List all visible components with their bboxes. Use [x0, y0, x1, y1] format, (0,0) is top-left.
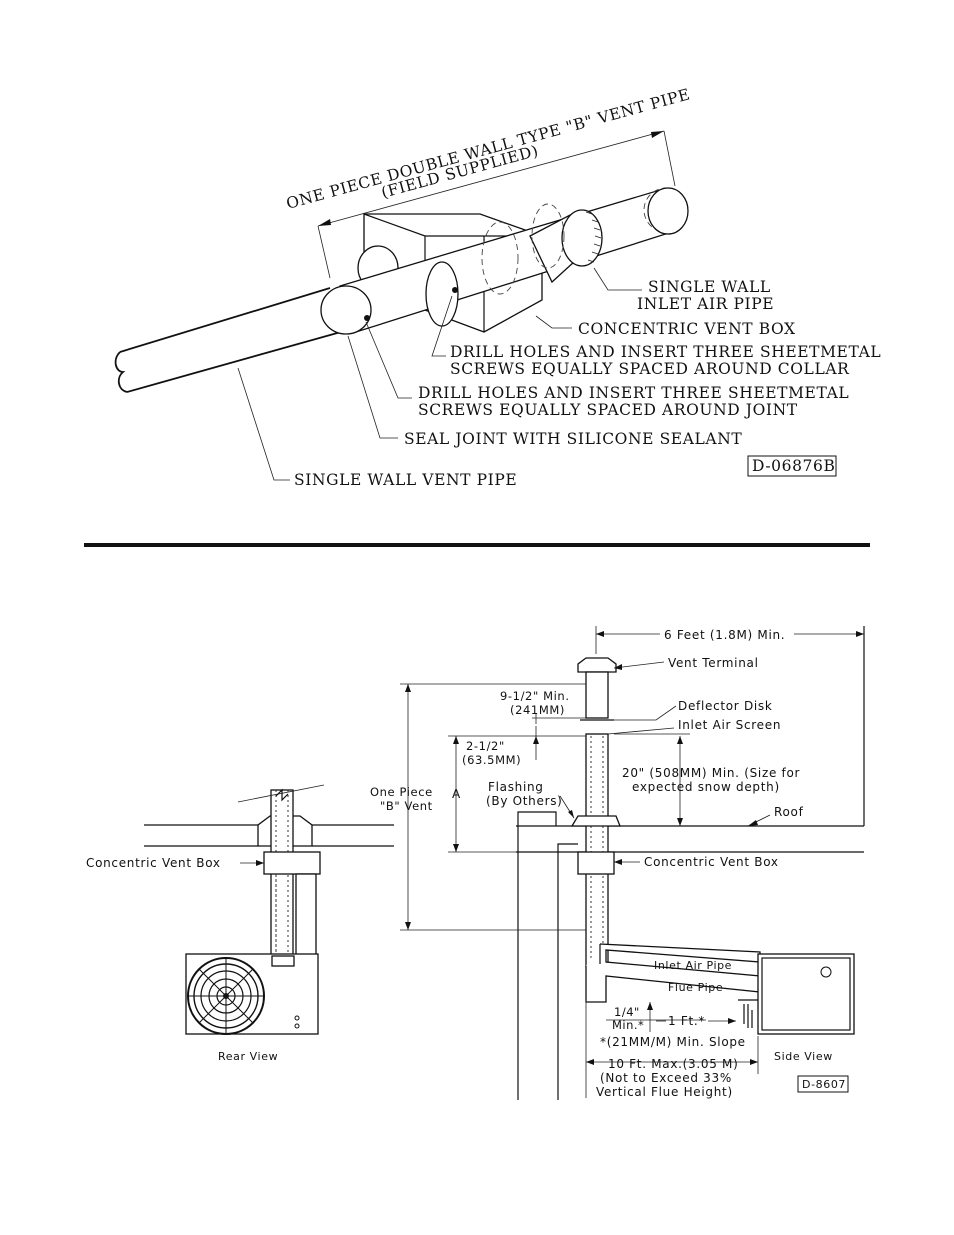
label-inlet-air-pipe: Inlet Air Pipe: [654, 959, 732, 972]
label-seal-joint: SEAL JOINT WITH SILICONE SEALANT: [404, 430, 742, 448]
top-vent-pipe-diagram: ONE PIECE DOUBLE WALL TYPE "B" VENT PIPE…: [114, 85, 881, 489]
label-quarter-line1: 1/4": [614, 1005, 640, 1019]
label-flashing-line2: (By Others): [486, 794, 563, 808]
bvent-pipe-end: [320, 285, 372, 335]
leader-joint: [365, 321, 412, 399]
side-flashing: [570, 815, 621, 827]
collar-screw-icon: [452, 287, 458, 293]
label-912-line1: 9-1/2" Min.: [500, 689, 570, 703]
section-divider: [84, 543, 870, 547]
label-single-wall-vent: SINGLE WALL VENT PIPE: [294, 471, 517, 489]
bvent-dim-ext-right: [663, 130, 676, 187]
bvent-title-line1: ONE PIECE DOUBLE WALL TYPE "B" VENT PIPE: [284, 85, 692, 213]
collar-ellipse: [425, 261, 459, 327]
label-inlet-screen: Inlet Air Screen: [678, 718, 781, 732]
label-six-feet: 6 Feet (1.8M) Min.: [664, 628, 785, 642]
label-flue-pipe: Flue Pipe: [668, 981, 723, 994]
rear-concentric-box: [263, 851, 321, 875]
label-one-piece-line2: "B" Vent: [380, 799, 433, 813]
label-ten-ft-line3: Vertical Flue Height): [596, 1085, 733, 1099]
label-212-line1: 2-1/2": [466, 739, 505, 753]
vent-pipe-top-edge: [119, 287, 331, 353]
vent-terminal-upper: [585, 671, 609, 719]
label-one-ft: 1 Ft.*: [668, 1014, 705, 1028]
leader-seal: [347, 335, 398, 439]
wall-outline: [517, 811, 557, 1100]
bvent-dimension-line: [317, 130, 665, 227]
label-joint-line1: DRILL HOLES AND INSERT THREE SHEETMETAL: [418, 384, 849, 402]
label-ten-ft-line2: (Not to Exceed 33%: [600, 1071, 732, 1085]
label-slope: *(21MM/M) Min. Slope: [600, 1035, 746, 1049]
leader-collar: [431, 295, 453, 357]
leader-box: [535, 315, 572, 329]
label-rear-view: Rear View: [218, 1050, 278, 1063]
drawing-number-top: D-06876B: [752, 457, 835, 475]
label-one-piece-line1: One Piece: [370, 785, 433, 799]
label-vent-terminal: Vent Terminal: [668, 656, 759, 670]
bottom-roof-vent-diagram: Concentric Vent Box Rear View: [86, 626, 865, 1100]
rear-pipe-break-line: [237, 784, 325, 803]
label-quarter-line2: Min.*: [612, 1018, 644, 1032]
dim-arrow-right: [651, 131, 664, 138]
rear-fitting-icon: [294, 1015, 300, 1021]
vent-pipe-break: [114, 351, 128, 393]
drawing-number-bottom: D-8607: [802, 1078, 846, 1091]
fan-spokes-icon: [188, 958, 264, 1034]
leader-inlet: [593, 267, 642, 291]
side-concentric-box: [577, 851, 615, 875]
vent-pipe-bottom-edge: [126, 329, 349, 393]
label-collar-line1: DRILL HOLES AND INSERT THREE SHEETMETAL: [450, 343, 881, 361]
inlet-air-pipe-corrugation: [585, 211, 602, 263]
rear-view: Concentric Vent Box Rear View: [86, 784, 394, 1063]
label-side-view: Side View: [774, 1050, 833, 1063]
label-flashing-line1: Flashing: [488, 780, 544, 794]
dim-arrow-left: [318, 219, 331, 226]
unit-port-icon: [820, 966, 832, 978]
drawing-number-box-bottom: [797, 1075, 849, 1093]
leader-vent: [237, 367, 290, 481]
joint-screw-icon: [364, 315, 370, 321]
label-inlet-line2: INLET AIR PIPE: [637, 295, 774, 313]
label-912-line2: (241MM): [510, 703, 565, 717]
bvent-dim-ext-left: [317, 225, 331, 279]
label-20in-line2: expected snow depth): [632, 780, 780, 794]
unit-fittings: [738, 999, 758, 1028]
hidden-inner-pipe: [531, 203, 565, 269]
drawing-number-box-top: [747, 455, 837, 477]
bvent-pipe-right-end: [647, 187, 689, 235]
label-concentric-right: Concentric Vent Box: [644, 855, 779, 869]
label-inlet-line1: SINGLE WALL: [648, 278, 771, 296]
label-a: A: [452, 787, 461, 801]
bvent-side-pipe: [585, 733, 609, 967]
hidden-inner-collar: [481, 221, 519, 295]
vent-terminal-cap: [577, 657, 617, 673]
label-joint-line2: SCREWS EQUALLY SPACED AROUND JOINT: [418, 401, 798, 419]
label-20in-line1: 20" (508MM) Min. (Size for: [622, 766, 800, 780]
label-ten-ft-line1: 10 Ft. Max.(3.05 M): [608, 1057, 739, 1071]
label-212-line2: (63.5MM): [462, 753, 521, 767]
side-view: Concentric Vent Box Inlet Air Pipe Flue …: [370, 626, 865, 1100]
label-roof: Roof: [774, 805, 804, 819]
inlet-air-pipe-end: [561, 209, 603, 267]
label-concentric-left: Concentric Vent Box: [86, 856, 221, 870]
side-unit-cabinet: [757, 953, 855, 1035]
label-collar-line2: SCREWS EQUALLY SPACED AROUND COLLAR: [450, 360, 850, 378]
label-concentric-box: CONCENTRIC VENT BOX: [578, 320, 796, 338]
label-deflector-disk: Deflector Disk: [678, 699, 773, 713]
